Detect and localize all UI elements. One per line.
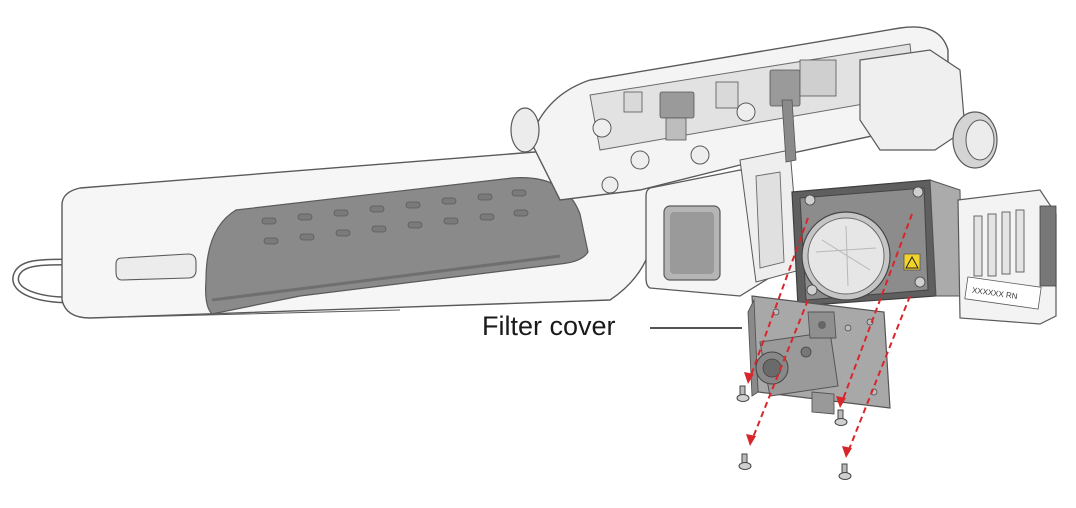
handle-slot	[115, 253, 197, 281]
rubber-grip	[205, 177, 589, 315]
screws	[736, 385, 852, 480]
laser-warning-icon	[903, 253, 921, 271]
power-cable	[12, 258, 74, 304]
filter-lens	[801, 211, 891, 301]
cover-boss	[755, 331, 839, 397]
front-block	[645, 99, 801, 297]
screw-3	[738, 453, 752, 470]
cover-holes	[772, 308, 878, 396]
filter-assembly	[791, 179, 963, 307]
heat-fins	[973, 209, 1025, 277]
screw-1	[736, 385, 750, 402]
grip-dots	[261, 189, 529, 245]
screw-4	[838, 463, 852, 480]
side-module: XXXXXX RN	[957, 189, 1057, 325]
device-head-housing	[510, 26, 998, 201]
internal-components	[623, 59, 837, 141]
filter-cover	[747, 295, 891, 415]
assembly-arrows	[749, 213, 913, 453]
arrow-heads	[744, 372, 852, 458]
frame-screws	[804, 186, 926, 296]
screw-2	[834, 409, 848, 426]
filter-cover-label: Filter cover	[482, 311, 616, 341]
